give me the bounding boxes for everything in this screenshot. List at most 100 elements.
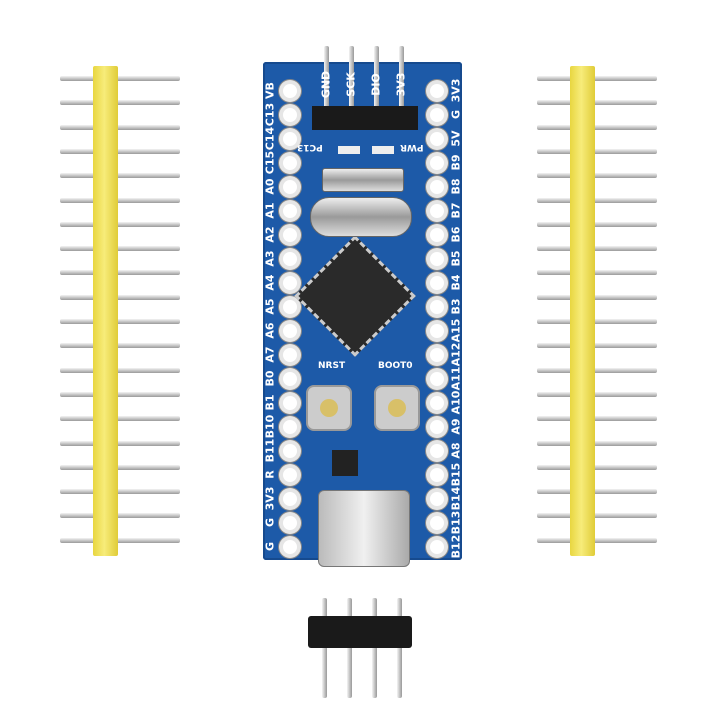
header-pin [537,221,657,227]
header-plastic [570,66,595,556]
pin-hole [430,252,444,266]
header-pin [537,537,657,543]
header-pin [60,173,180,179]
header-pin [537,513,657,519]
header-pin [372,598,377,698]
pin-hole [430,324,444,338]
pin-hole [283,204,297,218]
header-pin [537,391,657,397]
reset-button[interactable] [306,385,352,431]
debug-pin [399,46,404,130]
pin-hole [430,180,444,194]
pin-hole [430,132,444,146]
pin-hole [430,516,444,530]
header-pin [537,343,657,349]
header-pin [537,197,657,203]
pin-hole [430,492,444,506]
crystal-oscillator [310,197,412,237]
header-pin [60,270,180,276]
pin-hole [283,84,297,98]
header-pin [60,319,180,324]
pin-hole [430,420,444,434]
debug-header-plastic [312,106,418,130]
header-plastic [93,66,118,556]
header-pin [60,440,180,446]
pin-hole [430,204,444,218]
pin-hole [283,468,297,482]
header-pin [60,391,180,397]
pin-hole [430,156,444,170]
nrst-label: NRST [318,361,346,371]
header-pin [60,76,180,81]
header-pin [347,598,352,698]
voltage-regulator [332,450,358,476]
pin-hole [430,372,444,386]
header-pin [60,489,180,495]
pin-hole [283,540,297,554]
debug-pin [374,46,379,130]
pin-hole [430,348,444,362]
header-pin [60,246,180,252]
header-pin [537,173,657,179]
header-pin [397,598,402,698]
header-pin [60,537,180,543]
header-pin [537,246,657,252]
pin-hole [283,156,297,170]
pwr-led [372,146,394,154]
pc13-led [338,146,360,154]
header-pin [60,197,180,203]
header-plastic [308,616,412,648]
pin-hole [430,108,444,122]
pwr-led-label: PWR [400,142,424,152]
header-pin [60,100,180,106]
pin-hole [283,252,297,266]
usb-c-port[interactable] [318,490,410,567]
header-pin [322,598,327,698]
header-pin [537,489,657,495]
pin-hole [430,396,444,410]
header-pin [537,124,657,130]
header-pin [60,464,180,470]
header-pin [537,270,657,276]
header-pin [537,294,657,300]
boot0-label: BOOT0 [378,361,413,371]
header-pin [60,148,180,154]
pin-hole [283,276,297,290]
header-pin [537,148,657,154]
header-pin [60,294,180,300]
header-pin [537,416,657,422]
pin-hole [283,516,297,530]
pin-label: B12 [449,534,463,559]
pin-hole [430,300,444,314]
header-pin [60,367,180,373]
pin-hole [283,324,297,338]
debug-pin-label: DIO [369,73,383,96]
header-pin [537,367,657,373]
header-pin [60,513,180,519]
pin-hole [283,396,297,410]
pin-hole [283,348,297,362]
debug-pin-label: SCK [344,72,358,97]
debug-pin [349,46,354,130]
pin-hole [430,444,444,458]
pin-hole [283,420,297,434]
pin-hole [283,180,297,194]
pin-hole [283,372,297,386]
header-pin [60,416,180,422]
header-pin [537,440,657,446]
pin-hole [430,84,444,98]
header-pin [537,100,657,106]
header-pin [60,343,180,349]
debug-pin [324,46,329,130]
pin-hole [430,276,444,290]
debug-pin-label: 3V3 [394,72,408,97]
header-pin [60,221,180,227]
pin-hole [283,132,297,146]
pin-hole [283,108,297,122]
header-pin [537,464,657,470]
crystal-small [322,168,404,192]
pin-hole [283,300,297,314]
header-pin [60,124,180,130]
boot0-button[interactable] [374,385,420,431]
debug-pin-label: GND [319,70,333,99]
